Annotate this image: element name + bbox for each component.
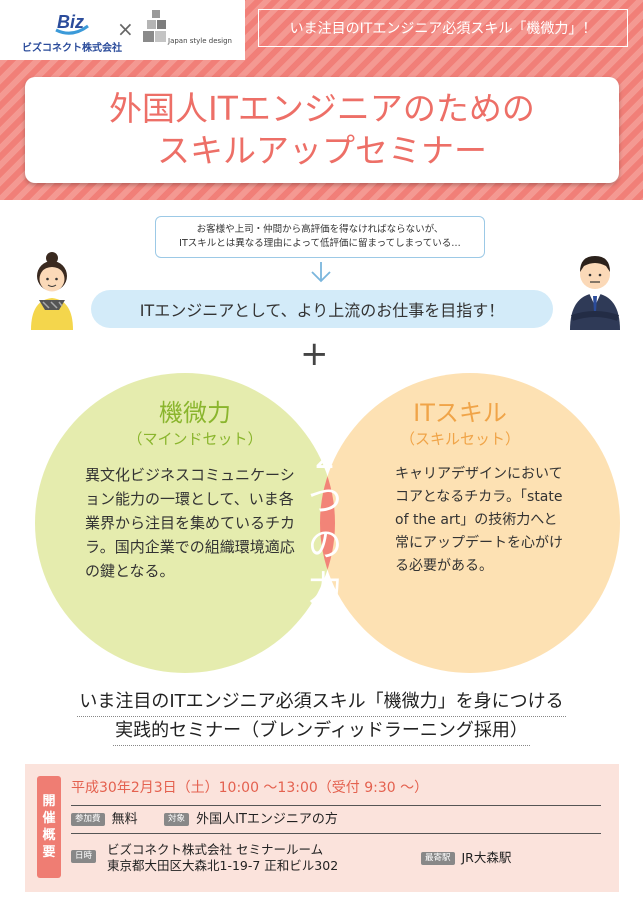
skillset-title: ITスキル <box>413 399 507 427</box>
skillset-circle <box>320 373 620 673</box>
logo-separator: × <box>117 17 134 41</box>
event-datetime: 平成30年2月3日（土）10:00 ～13:00（受付 9:30 ～） <box>71 776 601 806</box>
woman-illustration-icon <box>31 252 73 330</box>
bizconnect-logo-name: ビズコネクト株式会社 <box>22 43 122 54</box>
station-value: JR大森駅 <box>461 850 512 865</box>
skillset-subtitle: （スキルセット） <box>399 430 520 448</box>
venue-address: ビズコネクト株式会社 セミナールーム 東京都大田区大森北1-19-7 正和ビル3… <box>107 842 338 874</box>
tag-char: 催 <box>42 811 56 826</box>
venue-street: 東京都大田区大森北1-19-7 正和ビル302 <box>107 858 339 873</box>
header-banner: Biz ビズコネクト株式会社 × Japan style design いま注目… <box>0 0 643 200</box>
target-value: 外国人ITエンジニアの方 <box>196 812 338 827</box>
venue-label: 日時 <box>71 850 97 863</box>
mindset-title: 機微力 <box>159 399 231 427</box>
logo-bar: Biz ビズコネクト株式会社 × Japan style design <box>0 0 245 60</box>
tagline: いま注目のITエンジニア必須スキル「機微力」！ <box>258 9 628 47</box>
page-title-line1: 外国人ITエンジニアのための <box>109 89 535 128</box>
biz-logo-mark-icon: Biz <box>55 12 89 35</box>
problem-line1: お客様や上司・仲間から高評価を得なければならないが、 <box>196 224 444 235</box>
problem-bubble: お客様や上司・仲間から高評価を得なければならないが、 ITスキルとは異なる理由に… <box>155 216 485 258</box>
plus-sign: + <box>300 334 329 374</box>
man-illustration-icon <box>570 256 620 330</box>
mindset-circle <box>35 373 335 673</box>
mindset-subtitle: （マインドセット） <box>127 430 263 448</box>
venn-diagram: 機微力 （マインドセット） 異文化ビジネスコミュニケーション能力の一環として、い… <box>30 365 620 685</box>
tag-char: 概 <box>42 828 56 843</box>
venn-circles <box>35 373 620 673</box>
japan-style-design-logo: Japan style design <box>143 10 238 54</box>
venue-row: 日時 ビズコネクト株式会社 セミナールーム 東京都大田区大森北1-19-7 正和… <box>71 840 601 880</box>
tag-char: 開 <box>42 794 56 809</box>
fee-label: 参加費 <box>71 813 105 826</box>
skillset-heading: ITスキル （スキルセット） <box>360 398 560 450</box>
summary: いま注目のITエンジニア必須スキル「機微力」を身につける 実践的セミナー（ブレン… <box>0 688 643 746</box>
summary-line2: 実践的セミナー（ブレンディッドラーニング採用） <box>113 717 530 746</box>
tag-char: 要 <box>42 845 56 860</box>
event-details: 開 催 概 要 平成30年2月3日（土）10:00 ～13:00（受付 9:30… <box>25 764 619 892</box>
bizconnect-logo: Biz ビズコネクト株式会社 <box>22 8 122 54</box>
problem-line2: ITスキルとは異なる理由によって低評価に留まってしまっている… <box>179 238 461 249</box>
cube-logo-icon <box>143 10 166 42</box>
two-powers-label: 2つの力 <box>308 437 342 609</box>
arrow-down-icon <box>311 262 331 283</box>
goal-banner: ITエンジニアとして、より上流のお仕事を目指す！ <box>91 290 553 328</box>
page-title-line2: スキルアップセミナー <box>157 131 487 170</box>
station-label: 最寄駅 <box>421 852 455 865</box>
mindset-description: 異文化ビジネスコミュニケーション能力の一環として、いま各業界から注目を集めている… <box>85 466 296 580</box>
event-details-tag: 開 催 概 要 <box>37 776 61 878</box>
skillset-description: キャリアデザインにおいてコアとなるチカラ。「state of the art」の… <box>395 466 563 574</box>
fee-target-row: 参加費 無料 対象 外国人ITエンジニアの方 <box>71 808 601 834</box>
venue-name: ビズコネクト株式会社 セミナールーム <box>107 842 324 857</box>
japan-style-design-name: Japan style design <box>168 37 232 45</box>
nearest-station: 最寄駅 JR大森駅 <box>421 850 511 866</box>
title-card: 外国人ITエンジニアのための スキルアップセミナー <box>25 77 619 183</box>
mindset-heading: 機微力 （マインドセット） <box>100 398 290 450</box>
svg-text:Biz: Biz <box>57 12 84 32</box>
target-label: 対象 <box>163 813 189 826</box>
summary-line1: いま注目のITエンジニア必須スキル「機微力」を身につける <box>77 688 566 717</box>
fee-value: 無料 <box>111 812 138 827</box>
